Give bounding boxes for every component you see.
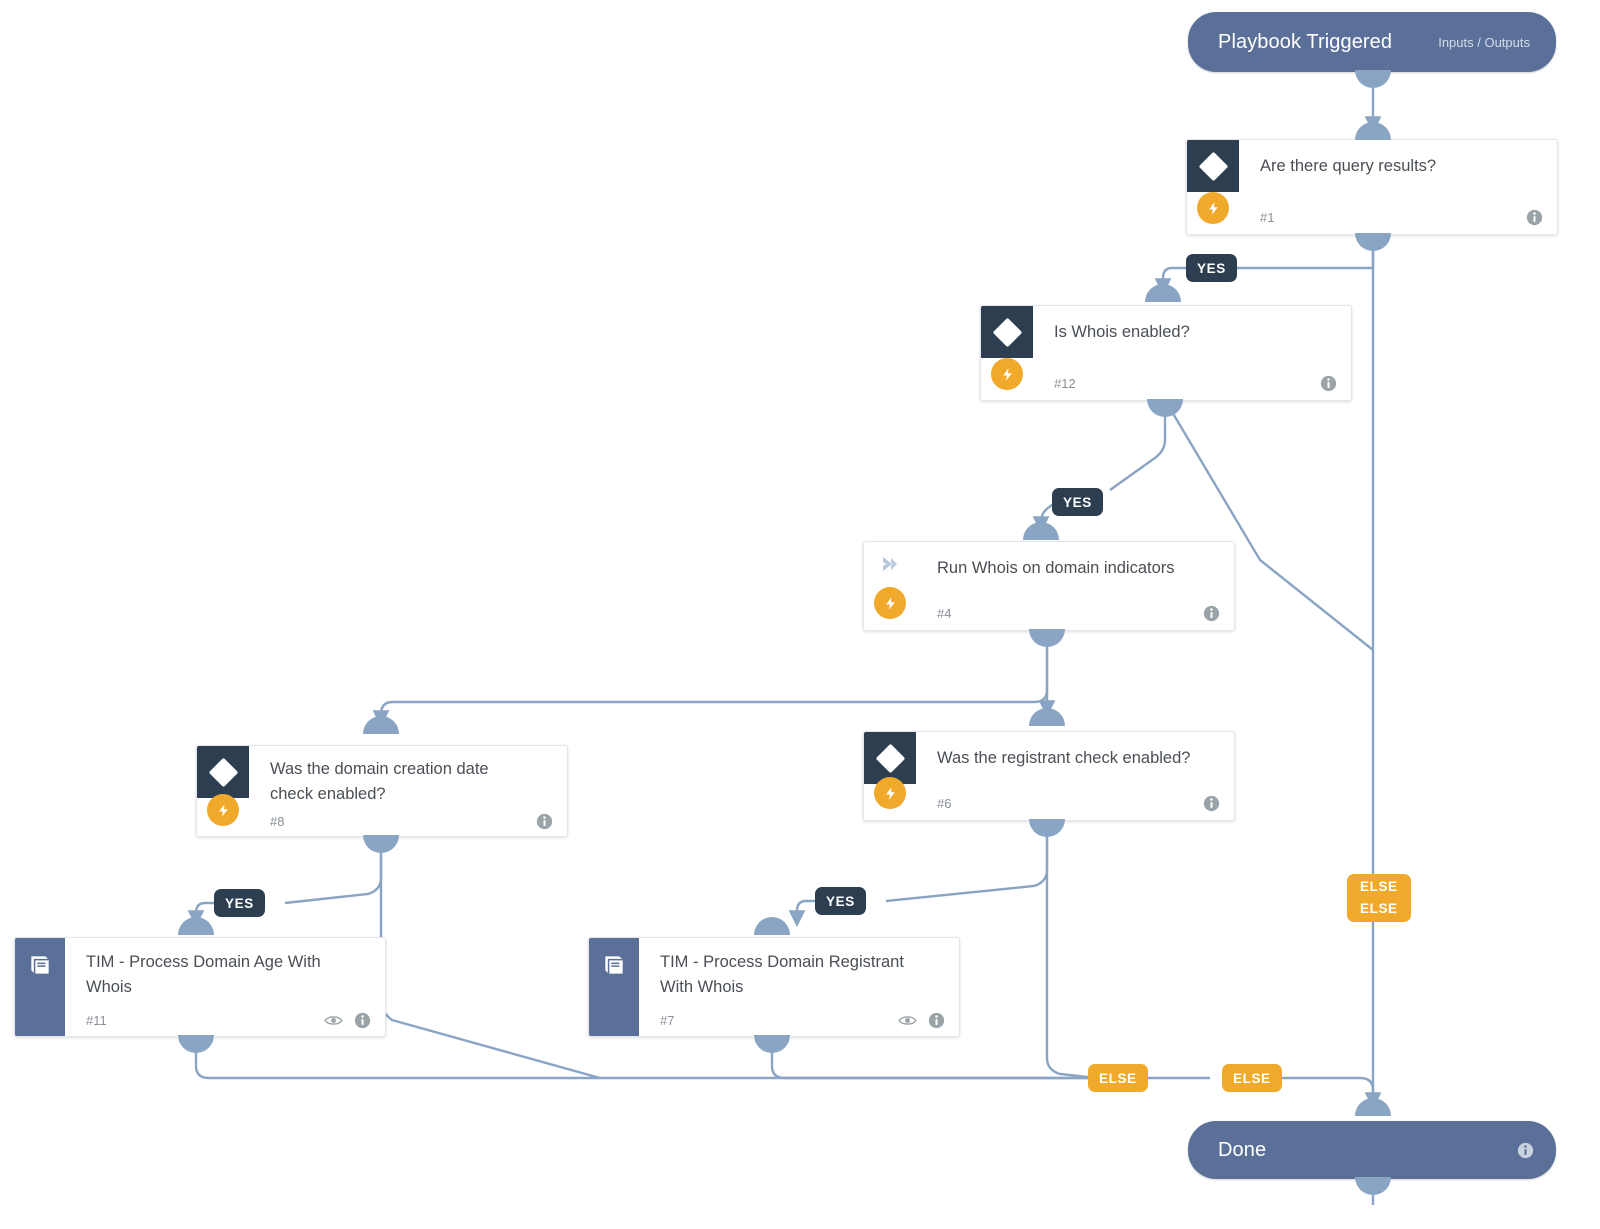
output-dome-whois-enabled	[1147, 399, 1183, 417]
output-dome-run-whois	[1029, 629, 1065, 647]
card-body: Is Whois enabled? #12	[1033, 306, 1351, 400]
card-footer: #1	[1239, 200, 1557, 234]
condition-icon-box	[864, 732, 916, 784]
playbook-triggered-label: Playbook Triggered	[1218, 30, 1393, 53]
footer-icons	[536, 813, 553, 830]
book-icon	[605, 956, 623, 974]
else-label-top: ELSE	[1360, 879, 1398, 894]
output-dome-registrant-check	[1029, 819, 1065, 837]
info-icon[interactable]	[354, 1012, 371, 1029]
node-playbook-triggered[interactable]: Playbook Triggered Inputs / Outputs	[1188, 12, 1556, 72]
lightning-bolt-icon	[874, 777, 906, 809]
input-dome-tim-registrant	[754, 917, 790, 935]
info-icon[interactable]	[1526, 209, 1543, 226]
node-run-whois-on-domain-indicators[interactable]: Run Whois on domain indicators #4	[863, 541, 1235, 631]
card-body: Was the domain creation date check enabl…	[249, 746, 567, 836]
footer-icons	[1320, 375, 1337, 392]
eye-icon[interactable]	[898, 1014, 917, 1027]
branch-badge-else-domain-age[interactable]: ELSE	[1222, 1064, 1282, 1092]
output-dome-start	[1355, 70, 1391, 88]
condition-icon-box	[1187, 140, 1239, 192]
card-footer: #12	[1033, 366, 1351, 400]
node-title: Was the registrant check enabled?	[937, 749, 1191, 767]
branch-badge-else-registrant[interactable]: ELSE	[1088, 1064, 1148, 1092]
output-dome-done	[1355, 1177, 1391, 1195]
output-dome-tim-domain-age	[178, 1035, 214, 1053]
info-icon[interactable]	[1203, 795, 1220, 812]
node-tim-process-domain-age-with-whois[interactable]: TIM - Process Domain Age With Whois #11	[14, 937, 386, 1037]
node-is-whois-enabled[interactable]: Is Whois enabled? #12	[980, 305, 1352, 401]
chevron-right-icon	[883, 557, 897, 571]
card-footer: #6	[916, 786, 1234, 820]
task-number: #12	[1054, 375, 1076, 391]
node-done[interactable]: Done	[1188, 1121, 1556, 1179]
node-title: TIM - Process Domain Age With Whois	[86, 953, 321, 996]
branch-badge-yes-query-results[interactable]: YES	[1186, 254, 1237, 282]
footer-icons	[1203, 795, 1220, 812]
diamond-icon	[992, 317, 1022, 347]
lightning-bolt-icon	[991, 358, 1023, 390]
done-label: Done	[1218, 1138, 1267, 1161]
sub-playbook-icon-bar	[589, 938, 639, 1036]
else-label-bottom: ELSE	[1360, 901, 1398, 916]
card-footer: #8	[249, 807, 567, 836]
branch-badge-yes-whois-enabled[interactable]: YES	[1052, 488, 1103, 516]
node-title: Is Whois enabled?	[1054, 323, 1190, 341]
diamond-icon	[208, 757, 238, 787]
diamond-icon	[875, 743, 905, 773]
diamond-icon	[1198, 151, 1228, 181]
done-footer-icons	[1517, 1142, 1534, 1159]
info-icon[interactable]	[1320, 375, 1337, 392]
condition-icon-box	[981, 306, 1033, 358]
lightning-bolt-icon	[1197, 192, 1229, 224]
card-footer: #7	[639, 1004, 959, 1036]
task-number: #4	[937, 605, 952, 621]
output-dome-creation-date-check	[363, 835, 399, 853]
task-number: #11	[86, 1012, 107, 1028]
node-title: TIM - Process Domain Registrant With Who…	[660, 953, 904, 996]
card-body: Was the registrant check enabled? #6	[916, 732, 1234, 820]
book-icon	[31, 956, 49, 974]
footer-icons	[898, 1012, 945, 1029]
card-body: Are there query results? #1	[1239, 140, 1557, 234]
node-was-domain-creation-date-check-enabled[interactable]: Was the domain creation date check enabl…	[196, 745, 568, 837]
node-tim-process-domain-registrant-with-whois[interactable]: TIM - Process Domain Registrant With Who…	[588, 937, 960, 1037]
card-footer: #11	[65, 1004, 385, 1036]
task-number: #1	[1260, 209, 1275, 225]
info-icon[interactable]	[1203, 605, 1220, 622]
eye-icon[interactable]	[324, 1014, 343, 1027]
info-icon[interactable]	[536, 813, 553, 830]
card-body: TIM - Process Domain Age With Whois #11	[65, 938, 385, 1036]
node-are-there-query-results[interactable]: Are there query results? #1	[1186, 139, 1558, 235]
footer-icons	[324, 1012, 371, 1029]
sub-playbook-icon-bar	[15, 938, 65, 1036]
command-icon-box	[864, 542, 916, 586]
footer-icons	[1203, 605, 1220, 622]
node-title: Was the domain creation date check enabl…	[270, 760, 489, 803]
lightning-bolt-icon	[874, 587, 906, 619]
task-number: #6	[937, 795, 952, 811]
card-body: TIM - Process Domain Registrant With Who…	[639, 938, 959, 1036]
branch-badge-else-query-results[interactable]: ELSE ELSE	[1347, 874, 1411, 922]
node-was-registrant-check-enabled[interactable]: Was the registrant check enabled? #6	[863, 731, 1235, 821]
output-dome-query-results	[1355, 233, 1391, 251]
card-footer: #4	[916, 596, 1234, 630]
lightning-bolt-icon	[207, 794, 239, 826]
node-title: Are there query results?	[1260, 157, 1437, 175]
card-body: Run Whois on domain indicators #4	[916, 542, 1234, 630]
task-number: #7	[660, 1012, 675, 1028]
output-dome-tim-registrant	[754, 1035, 790, 1053]
condition-icon-box	[197, 746, 249, 798]
info-icon[interactable]	[928, 1012, 945, 1029]
node-title: Run Whois on domain indicators	[937, 559, 1175, 577]
inputs-outputs-link[interactable]: Inputs / Outputs	[1438, 34, 1530, 50]
branch-badge-yes-domain-age[interactable]: YES	[214, 889, 265, 917]
task-number: #8	[270, 814, 285, 829]
info-icon[interactable]	[1517, 1142, 1534, 1159]
branch-badge-yes-registrant[interactable]: YES	[815, 887, 866, 915]
footer-icons	[1526, 209, 1543, 226]
